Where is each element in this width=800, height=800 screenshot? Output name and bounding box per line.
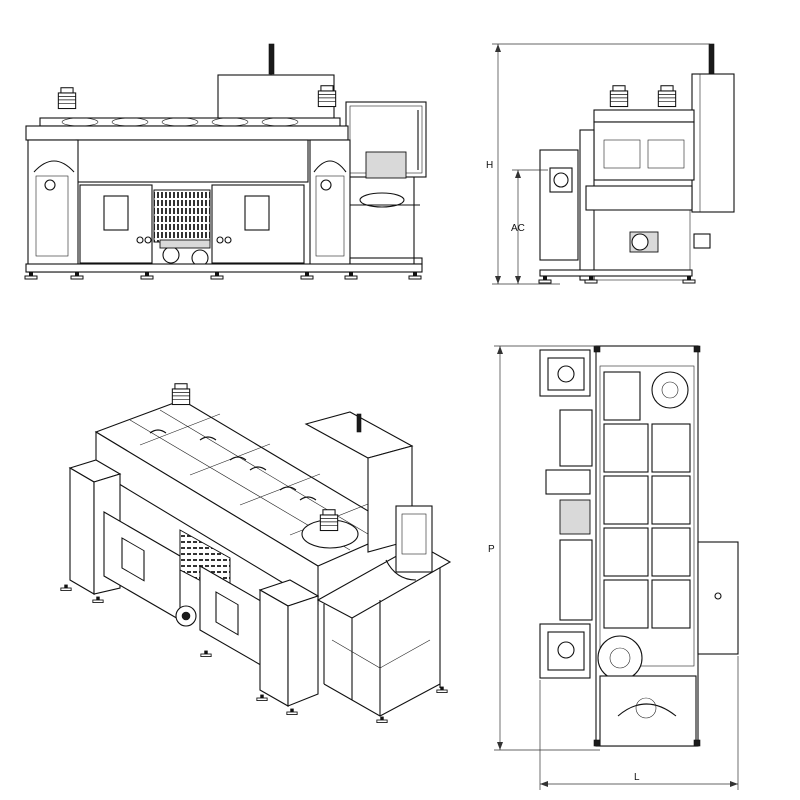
right-module	[211, 184, 305, 264]
front-view	[24, 43, 427, 280]
plan-fan	[597, 635, 643, 681]
pump	[159, 239, 211, 267]
iso-right-module	[199, 565, 267, 669]
motor-icon	[171, 383, 191, 406]
motor-icon	[57, 87, 77, 110]
length-dimension	[539, 656, 739, 790]
valve-block	[365, 151, 407, 179]
length-label: L	[634, 772, 640, 783]
plan-view	[539, 345, 739, 747]
pump	[629, 231, 659, 253]
ac-label: AC	[511, 223, 525, 234]
motor-icon	[609, 85, 629, 108]
plan-bottom-housing	[539, 623, 591, 679]
left-module	[79, 184, 153, 264]
plan-side-module	[559, 409, 593, 467]
plan-side-module	[559, 539, 593, 621]
plan-top-housing	[539, 349, 591, 397]
upper-cabinet	[217, 74, 335, 121]
side-view	[538, 43, 735, 284]
side-module	[539, 149, 579, 261]
tall-cabinet	[691, 73, 735, 213]
motor-icon	[657, 85, 677, 108]
iso-left-module	[103, 511, 181, 621]
ac-dimension	[512, 169, 548, 284]
motor-icon	[317, 85, 337, 108]
isometric-view	[60, 383, 452, 724]
height-dimension	[492, 43, 710, 285]
iso-right-column	[258, 579, 320, 707]
plan-control-cabinet	[697, 541, 739, 655]
plan-pump	[559, 499, 591, 535]
motor-icon	[319, 509, 339, 532]
left-column	[27, 139, 79, 273]
plan-fan	[651, 371, 689, 409]
right-column	[309, 139, 351, 273]
vent-grille	[153, 189, 211, 243]
height-label: H	[486, 160, 493, 171]
iso-conveyor-frame	[316, 505, 452, 717]
top-deck	[39, 117, 341, 127]
process-chamber	[593, 121, 695, 181]
depth-label: P	[488, 544, 495, 555]
depth-dimension	[494, 345, 600, 751]
